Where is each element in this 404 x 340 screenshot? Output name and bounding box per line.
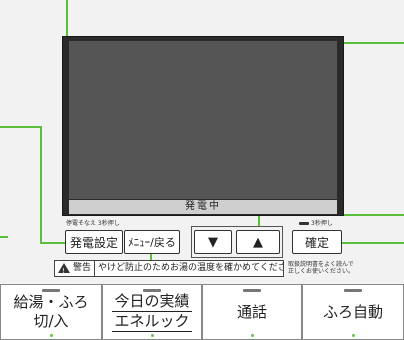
callout-dot [49,334,53,337]
down-arrow-button[interactable]: ▼ [194,230,232,254]
warning-icon [58,263,70,276]
callout-dot [351,334,355,337]
warning-title: 警告 [55,261,96,276]
display-status: 発電中 [69,200,337,214]
power-outage-hint: 停電そなえ 3秒押し [66,220,120,227]
callout-line-left [0,126,40,128]
callout-line-mid [0,236,8,238]
callout-dot [250,334,254,337]
indicator-led [344,289,362,292]
confirm-hint: 3秒押し [299,220,333,227]
hot-water-bath-label-2: 切/入 [33,312,69,330]
indicator-led [143,289,161,292]
indicator-led [42,289,60,292]
generation-setting-button[interactable]: 発電設定 [65,230,123,254]
callout-line-arrows-down [258,214,260,226]
call-button[interactable]: 通話 [202,284,302,340]
auto-bath-label: ふろ自動 [322,302,383,321]
today-results-label-1: 今日の実績 [112,292,192,312]
call-label: 通話 [236,302,267,321]
callout-line-left-down [40,126,42,242]
callout-dot [150,334,154,337]
auto-bath-button[interactable]: ふろ自動 [302,284,404,340]
up-arrow-button[interactable]: ▲ [236,230,280,254]
warning-title-text: 警告 [73,263,92,273]
key-icon [299,222,309,225]
hot-water-bath-toggle-button[interactable]: 給湯・ふろ 切/入 [0,284,102,340]
display-screen [69,41,337,199]
menu-back-button[interactable]: ﾒﾆｭｰ/戻る [124,230,180,254]
callout-line-top [66,0,68,36]
arrow-button-group [191,226,283,258]
confirm-hint-text: 3秒押し [311,220,333,227]
warning-text: やけど防止のためお湯の温度を確かめてください [98,263,284,273]
today-results-label-2: エネルック [112,312,192,332]
manual-note-line2: 正しくお使いください。 [288,268,355,275]
warning-label: 警告 やけど防止のためお湯の温度を確かめてください [54,260,284,277]
callout-line-confirm [342,242,404,244]
callout-line-left-to-btn [40,242,65,244]
manual-note: 取扱説明書をよく読んで 正しくお使いください。 [288,261,354,275]
today-results-button[interactable]: 今日の実績 エネルック [102,284,202,340]
callout-line-screen [344,42,404,44]
confirm-button[interactable]: 確定 [292,230,342,254]
hot-water-bath-label-1: 給湯・ふろ [13,293,89,311]
callout-line-menu [150,254,152,264]
indicator-led [243,289,261,292]
manual-note-line1: 取扱説明書をよく読んで [288,261,354,268]
